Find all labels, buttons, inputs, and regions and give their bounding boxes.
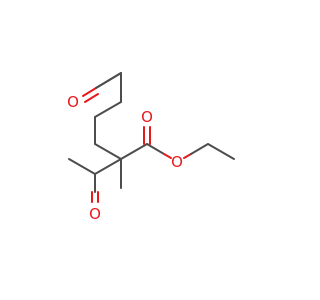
molecule-structure: O O O O — [67, 72, 235, 223]
bond-ethyl-ch3 — [207, 143, 235, 160]
bond-quaternary-acetyl — [94, 158, 122, 175]
ketone-oxygen-label: O — [67, 93, 79, 111]
ester-ether-oxygen-label: O — [171, 153, 183, 171]
bond-acetyl-methyl — [68, 158, 96, 175]
ester-carbonyl-oxygen-label: O — [141, 108, 153, 126]
bond-ester-c-o-gray — [146, 143, 165, 155]
bond-ester-c-o-red — [163, 153, 172, 159]
bond-ketone-double-inner — [84, 93, 99, 103]
bond-quaternary-ester — [120, 143, 148, 160]
bond-chain-1 — [94, 101, 122, 118]
bond-ester-o-ethyl-red — [183, 153, 192, 159]
acetyl-oxygen-label: O — [89, 205, 101, 223]
bond-ketone-double-outer — [82, 87, 97, 97]
bond-chain-3 — [94, 143, 122, 160]
bond-ethyl-ch2 — [190, 143, 209, 155]
bond-ketone-co-gray — [95, 72, 122, 89]
